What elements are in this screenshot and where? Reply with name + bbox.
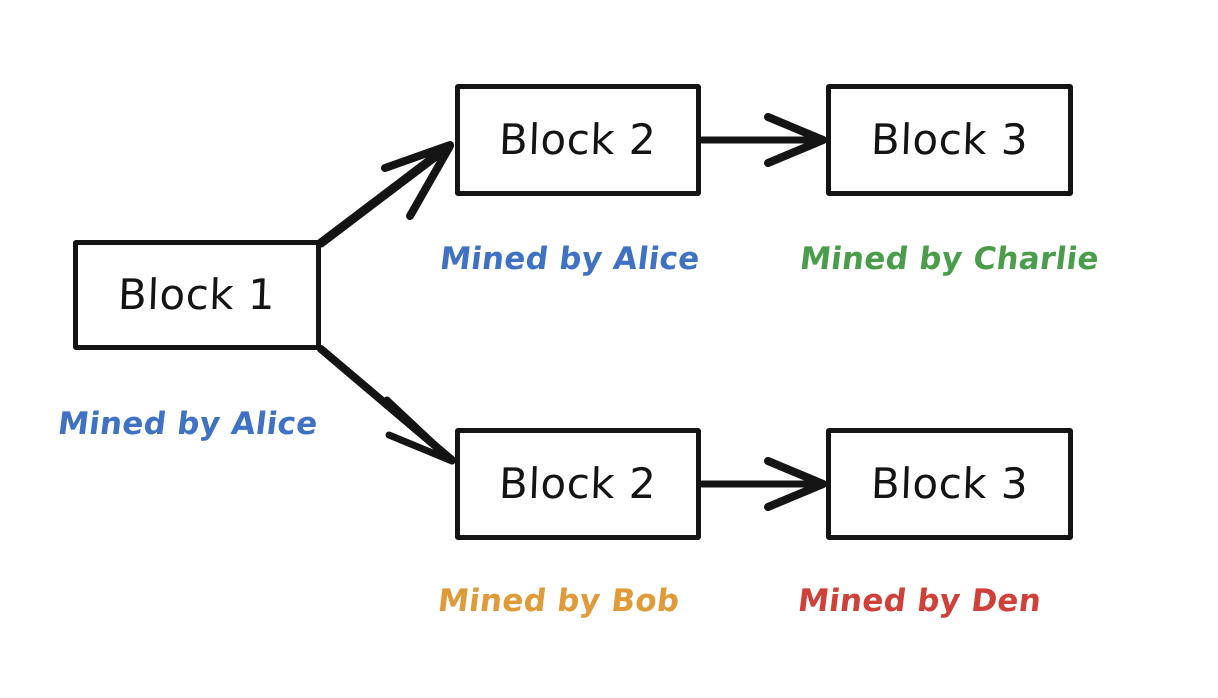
miner-label-block-3-bottom: Mined by Den: [795, 583, 1044, 619]
block-node-block-1[interactable]: Block 1: [73, 240, 321, 350]
block-label: Block 2: [498, 459, 658, 508]
block-label: Block 1: [117, 270, 277, 319]
arrow-block1-to-block2-bottom: [317, 345, 456, 465]
block-node-block-2-bottom[interactable]: Block 2: [455, 428, 701, 540]
miner-label-block-2-top: Mined by Alice: [437, 241, 702, 277]
block-node-block-2-top[interactable]: Block 2: [455, 84, 701, 196]
block-label: Block 2: [498, 115, 658, 164]
arrow-block1-to-block2-top: [316, 141, 454, 248]
block-node-block-3-bottom[interactable]: Block 3: [826, 428, 1073, 540]
miner-label-block-2-bottom: Mined by Bob: [435, 583, 682, 619]
miner-label-block-3-top: Mined by Charlie: [797, 241, 1102, 277]
arrow-block2-to-block3-bottom: [698, 457, 827, 511]
miner-label-block-1: Mined by Alice: [55, 406, 320, 442]
block-node-block-3-top[interactable]: Block 3: [826, 84, 1073, 196]
arrow-block2-to-block3-top: [698, 113, 827, 167]
block-label: Block 3: [870, 115, 1029, 164]
block-label: Block 3: [870, 459, 1029, 508]
